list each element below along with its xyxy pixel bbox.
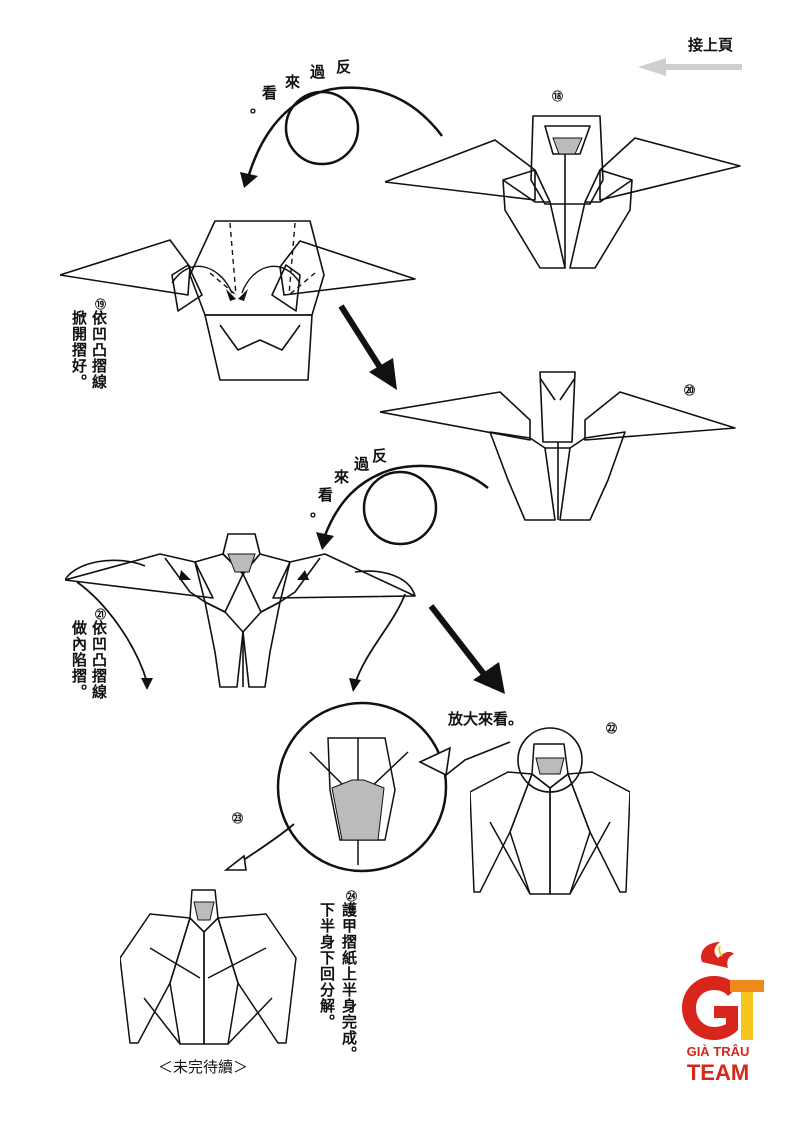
flip-arrow-2 — [316, 464, 489, 550]
big-arrow-1 — [338, 304, 397, 390]
step-18-figure — [385, 115, 741, 269]
zoom-detail-circle — [276, 701, 511, 873]
logo-text-line1: GIÀ TRÂU — [687, 1044, 750, 1059]
step-19-text-line2: 掀開摺好。 — [70, 310, 88, 390]
step-19-number: ⑲ — [95, 298, 106, 311]
flip-arrow-1 — [240, 86, 443, 188]
step-21-text-line2: 做內陷摺。 — [70, 620, 88, 700]
big-arrow-2 — [428, 604, 505, 694]
logo-text-line2: TEAM — [687, 1060, 749, 1085]
continued-from-previous-label: 接上頁 — [688, 36, 734, 54]
step-22-figure — [470, 727, 630, 895]
step-23-number: ㉓ — [232, 812, 243, 825]
flip-label-1-char: 反 — [336, 58, 352, 76]
flip-label-2-char: 來 — [334, 468, 350, 486]
step-24-number: ㉔ — [346, 890, 357, 903]
to-be-continued-label: ＜未完待續＞ — [158, 1058, 249, 1076]
step-24-figure — [120, 889, 297, 1045]
step-22-number: ㉒ — [606, 722, 617, 735]
step-20-figure — [380, 371, 736, 521]
step-21-figure — [65, 533, 416, 692]
continued-arrow-icon — [638, 58, 742, 76]
gia-trau-team-logo: GIÀ TRÂU TEAM — [682, 942, 764, 1085]
step-18-number: ⑱ — [552, 90, 563, 103]
flip-label-1-char: 過 — [310, 63, 326, 81]
flip-label-2-char: 反 — [372, 447, 388, 465]
flip-label-2-char: 看 — [318, 486, 334, 504]
step-24-text-line1: 護甲摺紙上半身完成。 — [340, 902, 358, 1062]
step-23-arrow — [223, 823, 295, 871]
zoom-label: 放大來看。 — [448, 710, 524, 728]
step-19-figure — [60, 220, 416, 381]
flip-label-1-char: 看 — [262, 84, 278, 102]
step-21-text-line1: 依凹凸摺線 — [90, 620, 108, 700]
step-20-number: ⑳ — [684, 384, 695, 397]
flip-label-1-char: 來 — [285, 73, 301, 91]
step-21-number: ㉑ — [95, 608, 106, 621]
flip-label-2-char: 過 — [354, 455, 370, 473]
step-24-text-line2: 下半身下回分解。 — [318, 902, 336, 1030]
flip-label-2-char: 。 — [310, 502, 326, 520]
flip-label-1-char: 。 — [250, 98, 266, 116]
step-19-text-line1: 依凹凸摺線 — [90, 310, 108, 390]
